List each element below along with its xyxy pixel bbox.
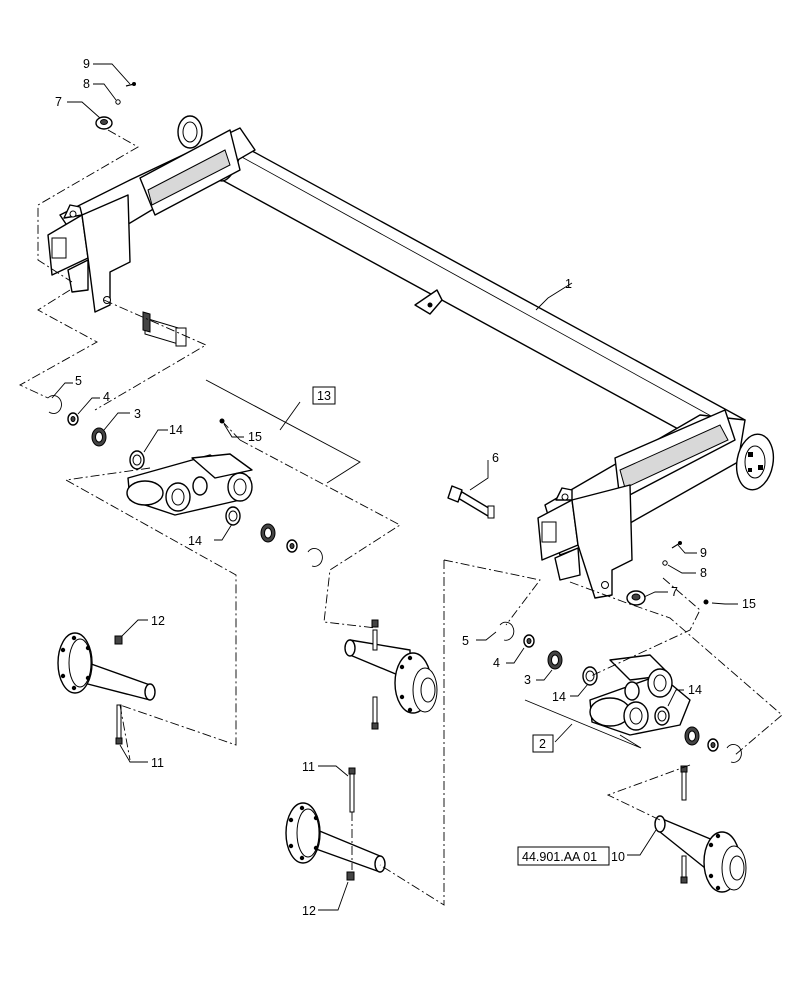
spindle-hub-bottom (285, 767, 386, 881)
callout-5-left: 5 (75, 374, 82, 388)
callout-2: 2 (539, 737, 546, 751)
callout-5-right: 5 (462, 634, 469, 648)
right-hardware (219, 418, 709, 606)
callout-8-left: 8 (83, 77, 90, 91)
callout-14-right-left: 14 (552, 690, 566, 704)
callout-6: 6 (492, 451, 499, 465)
callout-11-bottom: 11 (302, 760, 315, 774)
callout-7-left: 7 (55, 95, 62, 109)
left-bearing-group (47, 395, 323, 567)
callout-15-left: 15 (248, 430, 262, 444)
callout-9-left: 9 (83, 57, 90, 71)
callout-8-right: 8 (700, 566, 707, 580)
callout-10: 10 (611, 850, 625, 864)
reference-box (517, 846, 610, 866)
group-13-bracket (205, 379, 361, 484)
callout-14-left-upper: 14 (169, 423, 183, 437)
callout-box-13 (312, 386, 336, 405)
callout-3-right: 3 (524, 673, 531, 687)
callout-11-left: 11 (151, 756, 164, 770)
axle-beam (177, 115, 746, 461)
pin (447, 485, 495, 519)
reference-label[interactable]: 44.901.AA 01 (522, 850, 597, 864)
callout-1: 1 (565, 277, 572, 291)
callout-13: 13 (317, 389, 331, 403)
callout-15-right: 15 (742, 597, 756, 611)
left-end-bracket (47, 127, 256, 347)
right-bearing-group (499, 621, 742, 763)
callout-7-right: 7 (671, 585, 678, 599)
callout-3-left: 3 (134, 407, 141, 421)
spindle-hub-right (654, 765, 747, 893)
callout-box-2 (532, 734, 554, 753)
leader-lines (51, 63, 738, 911)
spindle-hub-center (344, 619, 438, 730)
left-top-hardware (95, 82, 136, 130)
callout-14-left-lower: 14 (188, 534, 202, 548)
callout-12-bottom: 12 (302, 904, 316, 918)
right-end-bracket (537, 409, 775, 599)
assembly-centerlines (19, 129, 783, 906)
callout-14-right-right: 14 (688, 683, 702, 697)
callout-4-left: 4 (103, 390, 110, 404)
callout-4-right: 4 (493, 656, 500, 670)
callout-12-left: 12 (151, 614, 165, 628)
callout-9-right: 9 (700, 546, 707, 560)
group-2-bracket (524, 699, 642, 749)
spindle-hub-left (57, 632, 156, 745)
